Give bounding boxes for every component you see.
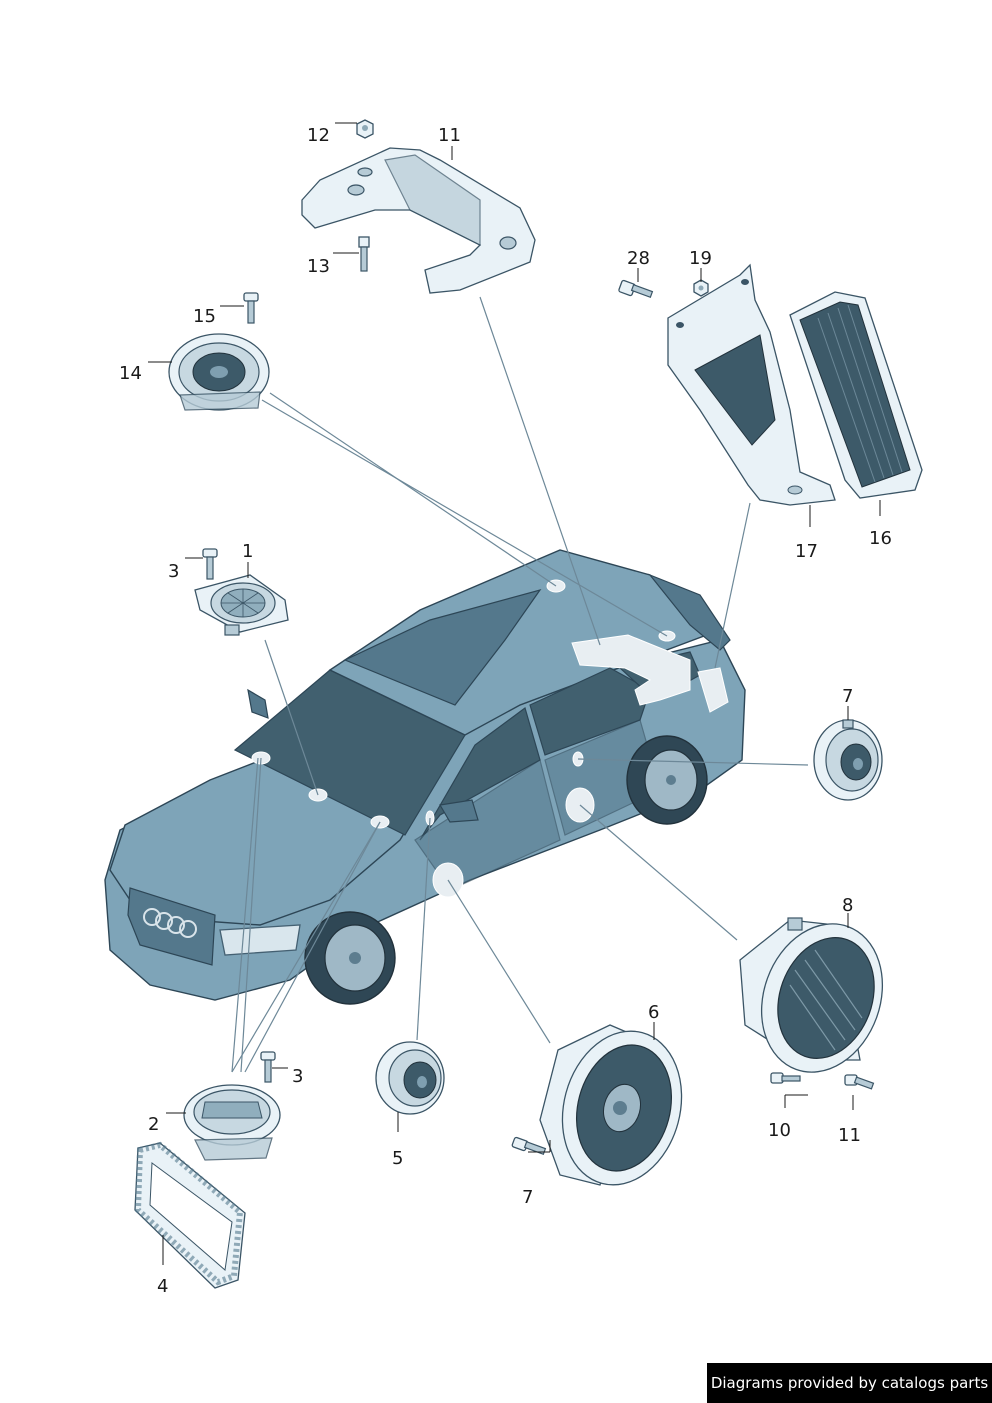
part-6-speaker — [539, 1024, 683, 1186]
callout-9: 8 — [842, 895, 854, 916]
part-15-speaker — [168, 333, 270, 411]
callout-3-lower: 3 — [292, 1066, 304, 1087]
callout-13: 12 — [307, 125, 330, 146]
attribution-banner: Diagrams provided by catalogs parts — [707, 1363, 992, 1403]
callout-19: 19 — [689, 248, 712, 269]
rear-wheel — [626, 735, 708, 825]
callout-28: 28 — [627, 248, 650, 269]
part-13-nut — [356, 119, 374, 139]
callout-8: 7 — [842, 686, 854, 707]
callout-4: 4 — [157, 1276, 169, 1297]
callout-16: 15 — [193, 306, 216, 327]
callout-18: 17 — [795, 541, 818, 562]
callout-17: 16 — [869, 528, 892, 549]
part-12-bracket — [301, 147, 536, 294]
callout-11: 11 — [838, 1125, 861, 1146]
part-8-speaker — [813, 719, 883, 801]
part-14-bolt — [358, 236, 370, 272]
callout-6: 6 — [648, 1002, 660, 1023]
callout-12: 11 — [438, 125, 461, 146]
callout-3-upper: 3 — [168, 561, 180, 582]
leader-lines — [231, 296, 809, 1073]
part-28-bolt — [618, 279, 654, 299]
callout-1: 1 — [242, 541, 254, 562]
part-11-screw — [844, 1074, 875, 1090]
front-wheel — [304, 911, 396, 1005]
callout-14: 13 — [307, 256, 330, 277]
part-7-screw — [511, 1136, 547, 1156]
part-3-screw-lower — [260, 1051, 276, 1083]
part-2-speaker — [183, 1084, 281, 1161]
callout-5: 5 — [392, 1148, 404, 1169]
part-1-speaker — [194, 574, 289, 636]
callout-15: 14 — [119, 363, 142, 384]
part-3-screw-upper — [202, 548, 218, 580]
part-16-screw — [243, 292, 259, 324]
part-10-screw — [770, 1072, 801, 1084]
part-19-nut — [693, 279, 709, 297]
part-18-mount-bracket — [667, 263, 836, 506]
callout-ticks — [148, 122, 881, 1265]
part-5-speaker — [375, 1041, 445, 1115]
part-17-amplifier — [789, 291, 923, 499]
callout-7: 7 — [522, 1187, 534, 1208]
part-4-trim-frame — [134, 1141, 246, 1289]
callout-10: 10 — [768, 1120, 791, 1141]
callout-2: 2 — [148, 1114, 160, 1135]
car-illustration — [104, 549, 746, 1005]
part-9-speaker — [739, 917, 884, 1073]
